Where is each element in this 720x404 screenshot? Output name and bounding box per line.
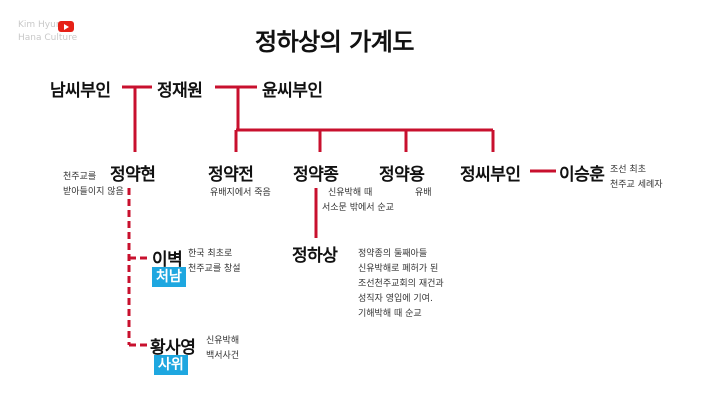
person-yakjong: 정약종 bbox=[293, 165, 339, 185]
person-haksang: 정하상 bbox=[292, 246, 338, 266]
brand-subtitle: Hana Culture bbox=[18, 33, 78, 43]
page-title: 정하상의 가계도 bbox=[255, 28, 414, 56]
person-jeongssi: 정씨부인 bbox=[460, 165, 521, 185]
person-hwangsayeong: 황사영 bbox=[150, 338, 196, 358]
person-ibyeok: 이벽 bbox=[152, 250, 183, 270]
person-yunssi: 윤씨부인 bbox=[262, 81, 323, 101]
person-iseunghun: 이승훈 bbox=[559, 165, 605, 185]
person-yakjeon: 정약전 bbox=[208, 165, 254, 185]
note-haksang: 정약종의 둘째아들 신유박해로 폐허가 된 조선천주교회의 재건과 성직자 영입… bbox=[358, 249, 444, 319]
person-jeongjaewon: 정재원 bbox=[157, 81, 203, 101]
person-yakhyeon: 정약현 bbox=[110, 165, 156, 185]
youtube-logo-icon bbox=[58, 21, 74, 32]
note-yakjeon: 유배지에서 죽음 bbox=[210, 188, 271, 198]
relation-tag-hwangsayeong: 사위 bbox=[154, 355, 188, 375]
brand-name: Kim Hyun bbox=[18, 20, 62, 30]
note-yakyong: 유배 bbox=[415, 188, 432, 198]
person-namssi: 남씨부인 bbox=[50, 81, 111, 101]
person-yakyong: 정약용 bbox=[379, 165, 425, 185]
relation-tag-ibyeok: 처남 bbox=[152, 267, 186, 287]
